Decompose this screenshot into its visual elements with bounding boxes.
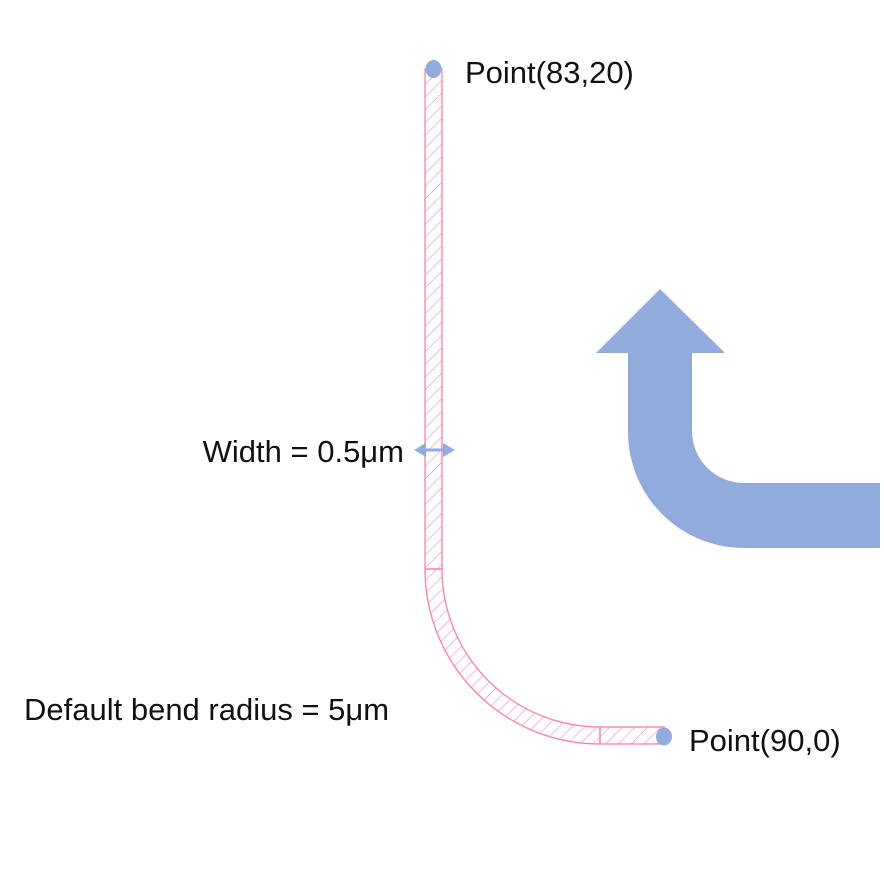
double-arrow-icon <box>414 443 455 457</box>
start-point-dot-icon <box>425 60 442 78</box>
end-point-dot-icon <box>656 727 672 746</box>
start-point-label: Point(83,20) <box>465 55 634 90</box>
bend-arrow-icon <box>596 289 880 548</box>
bend-radius-label: Default bend radius = 5μm <box>24 692 389 727</box>
width-label: Width = 0.5μm <box>203 434 404 469</box>
end-point-label: Point(90,0) <box>689 723 841 758</box>
